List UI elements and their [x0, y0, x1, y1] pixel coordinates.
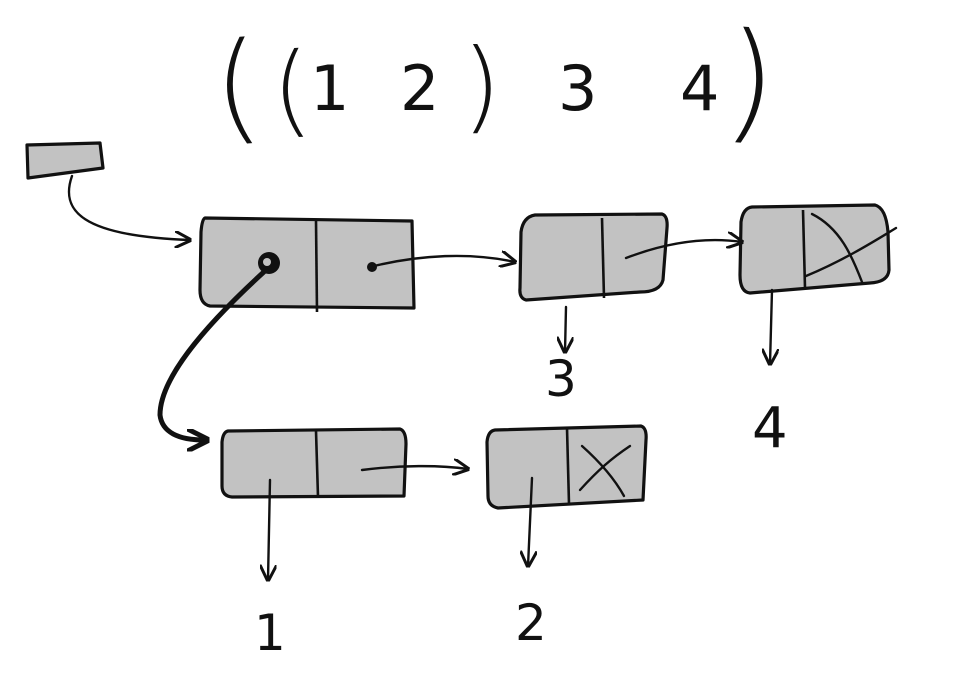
cons-cell-b: [518, 212, 669, 302]
cons-cell-d-box: [220, 427, 408, 499]
expr-value-1: 1: [310, 52, 349, 125]
cons-cell-e-divider: [565, 427, 571, 505]
root-arrow: [67, 174, 190, 240]
cons-cell-a: [198, 216, 416, 313]
cons-cell-b-box: [518, 212, 669, 302]
cons-cell-e: [485, 424, 648, 510]
expr-value-4: 4: [680, 52, 719, 125]
arrow-a-to-b: [372, 256, 515, 266]
arrow-d-to-e: [360, 466, 468, 470]
cons-cell-c: [738, 203, 898, 295]
cons-cell-d: [220, 427, 408, 499]
expr-value-2: 2: [400, 52, 439, 125]
arrow-b-to-c: [624, 240, 742, 260]
cons-cell-c-box: [738, 203, 891, 295]
inner-open-paren: (: [269, 30, 314, 149]
cons-cell-a-box: [198, 216, 416, 310]
list-expression: ( ( 1 2 ) 3 4 ): [209, 3, 781, 158]
cons-cell-c-divider: [801, 209, 807, 289]
arrow-e-to-2: [528, 476, 532, 566]
cons-cell-c-nil-mark: [804, 212, 898, 284]
outer-open-paren: (: [209, 17, 265, 159]
cons-cell-d-divider: [314, 430, 320, 498]
atom-label-1: 1: [254, 604, 286, 662]
cons-cell-a-cdr-dot: [367, 262, 377, 272]
arrow-c-to-4: [770, 288, 772, 364]
arrow-a-to-sublist: [157, 267, 269, 440]
atom-label-4: 4: [752, 396, 788, 461]
cons-cell-b-divider: [600, 217, 606, 299]
cons-cell-e-box: [485, 424, 648, 510]
atom-label-2: 2: [515, 594, 547, 652]
arrow-b-to-3: [565, 305, 566, 352]
root-pointer-box: [25, 141, 105, 180]
outer-close-paren: ): [720, 3, 781, 158]
arrow-d-to-1: [268, 478, 270, 580]
cons-cell-a-divider: [314, 220, 319, 313]
cons-cell-e-nil-mark: [578, 444, 632, 498]
atom-label-3: 3: [545, 350, 577, 408]
expr-value-3: 3: [558, 52, 597, 125]
inner-close-paren: ): [462, 27, 501, 144]
